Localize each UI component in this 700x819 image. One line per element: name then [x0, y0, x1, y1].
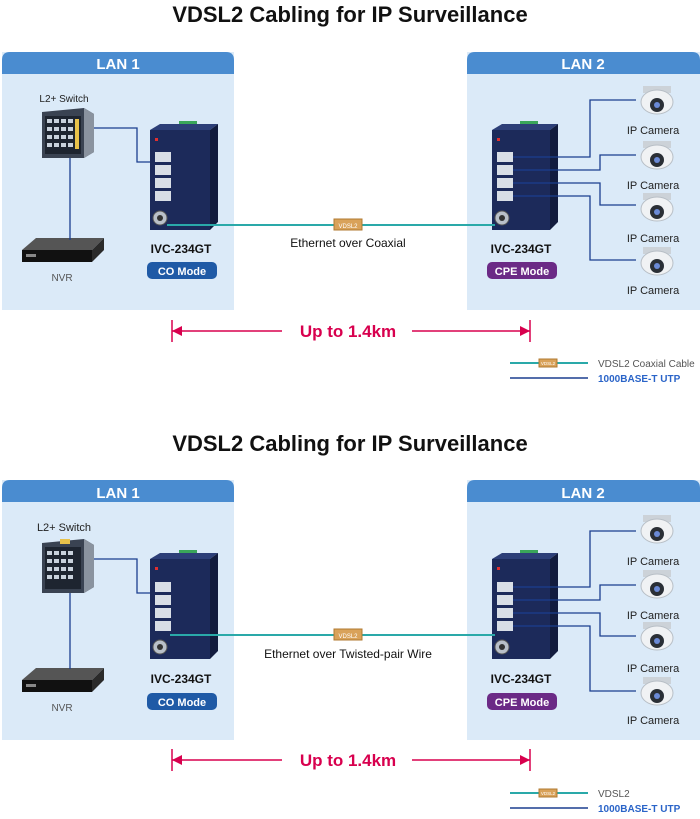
camera-label-2: IP Camera	[627, 180, 680, 192]
cpe-mode-label: CPE Mode	[495, 266, 549, 278]
diagram-panel-twisted-pair: VDSL2 Cabling for IP Surveillance LAN 1 …	[0, 407, 700, 815]
switch-label: L2+ Switch	[39, 94, 88, 105]
lan2-header	[467, 52, 700, 74]
camera-label-1: IP Camera	[627, 125, 680, 137]
left-ivc-device-icon	[150, 550, 218, 659]
vdsl2-cable-tag	[333, 218, 363, 231]
ip-camera-icon	[640, 677, 674, 706]
camera-label-3: IP Camera	[627, 233, 680, 245]
right-device-name: IVC-234GT	[491, 242, 552, 256]
utp-links-lan1	[69, 127, 158, 240]
right-ivc-device-icon	[492, 121, 558, 230]
arrow-left-icon	[172, 755, 182, 765]
switch-label: L2+ Switch	[37, 522, 91, 534]
nvr-label: NVR	[51, 703, 72, 714]
legend-tag-text: VDSL2	[541, 791, 556, 796]
ip-camera-icon	[640, 193, 674, 222]
legend-tag-text: VDSL2	[541, 361, 556, 366]
utp-links-lan2	[513, 99, 636, 261]
camera-label-3: IP Camera	[627, 663, 680, 675]
arrow-left-icon	[172, 326, 182, 336]
ip-camera-icon	[640, 247, 674, 276]
ip-camera-icon	[640, 86, 674, 115]
lan1-header	[2, 480, 234, 502]
link-label: Ethernet over Twisted-pair Wire	[264, 647, 432, 661]
right-ivc-device-icon	[492, 550, 558, 659]
arrow-right-icon	[520, 326, 530, 336]
camera-label-4: IP Camera	[627, 715, 680, 727]
ip-camera-icon	[640, 622, 674, 651]
l2-switch-icon	[42, 539, 94, 593]
lan1-header	[2, 52, 234, 74]
diagram-canvas: VDSL2 Cabling for IP Surveillance LAN 1 …	[2, 2, 700, 385]
vdsl2-cable-tag	[333, 628, 363, 641]
cpe-mode-badge	[487, 693, 557, 710]
cpe-mode-label: CPE Mode	[495, 697, 549, 709]
nvr-icon	[22, 238, 104, 262]
diagram-canvas: VDSL2 Cabling for IP Surveillance LAN 1 …	[2, 431, 700, 815]
legend-utp-label: 1000BASE-T UTP	[598, 804, 681, 814]
distance-label: Up to 1.4km	[300, 322, 396, 341]
nvr-label: NVR	[51, 273, 72, 284]
distance-indicator	[171, 749, 531, 771]
utp-links-lan1	[69, 558, 158, 669]
link-label: Ethernet over Coaxial	[290, 236, 405, 250]
co-mode-label: CO Mode	[158, 266, 206, 278]
lan1-label: LAN 1	[96, 485, 139, 502]
lan2-label: LAN 2	[561, 56, 604, 73]
camera-label-2: IP Camera	[627, 610, 680, 622]
lan1-label: LAN 1	[96, 56, 139, 73]
nvr-icon	[22, 668, 104, 692]
legend: VDSL2 VDSL2 Coaxial Cable 1000BASE-T UTP	[510, 358, 695, 385]
vdsl2-cable-tag-text: VDSL2	[338, 634, 358, 640]
diagram-title: VDSL2 Cabling for IP Surveillance	[172, 2, 527, 27]
distance-indicator	[171, 320, 531, 342]
camera-label-1: IP Camera	[627, 556, 680, 568]
legend-utp-label: 1000BASE-T UTP	[598, 374, 681, 385]
left-device-name: IVC-234GT	[151, 672, 212, 686]
ip-camera-icon	[640, 141, 674, 170]
ip-camera-icon	[640, 515, 674, 544]
co-mode-badge	[147, 262, 217, 279]
ip-camera-icon	[640, 570, 674, 599]
l2-switch-icon	[42, 108, 94, 158]
cpe-mode-badge	[487, 262, 557, 279]
legend: VDSL2 VDSL2 1000BASE-T UTP	[510, 788, 681, 815]
utp-links-lan2	[513, 530, 636, 692]
legend-vdsl2-label: VDSL2	[598, 789, 630, 800]
co-mode-label: CO Mode	[158, 697, 206, 709]
right-device-name: IVC-234GT	[491, 672, 552, 686]
left-ivc-device-icon	[150, 121, 218, 230]
co-mode-badge	[147, 693, 217, 710]
lan2-label: LAN 2	[561, 485, 604, 502]
lan2-header	[467, 480, 700, 502]
camera-label-4: IP Camera	[627, 285, 680, 297]
legend-coax-label: VDSL2 Coaxial Cable	[598, 359, 695, 370]
distance-label: Up to 1.4km	[300, 751, 396, 770]
diagram-title: VDSL2 Cabling for IP Surveillance	[172, 431, 527, 456]
left-device-name: IVC-234GT	[151, 242, 212, 256]
arrow-right-icon	[520, 755, 530, 765]
vdsl2-cable-tag-text: VDSL2	[338, 224, 358, 230]
diagram-panel-coaxial: VDSL2 Cabling for IP Surveillance LAN 1 …	[0, 0, 700, 407]
